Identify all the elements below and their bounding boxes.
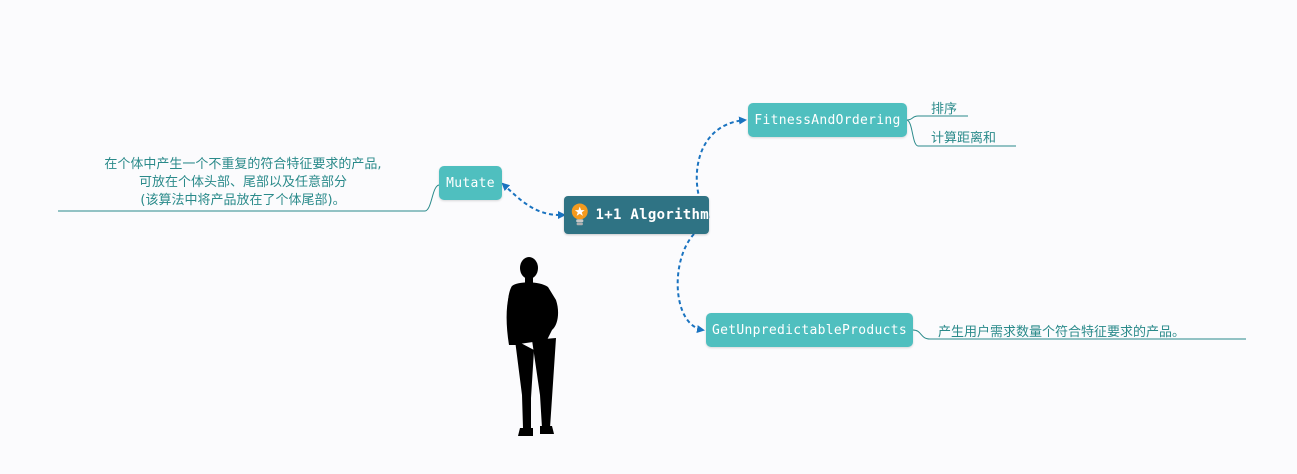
root-node[interactable]: 1+1 Algorithm: [564, 196, 709, 234]
mutate-node[interactable]: Mutate: [439, 166, 502, 200]
mutate-note-line-3: (该算法中将产品放在了个体尾部)。: [140, 193, 346, 208]
mutate-label: Mutate: [446, 175, 495, 191]
mutate-note-line-1: 在个体中产生一个不重复的符合特征要求的产品,: [104, 157, 382, 172]
lightbulb-star-icon: [571, 203, 588, 226]
unpredictable-label: GetUnpredictableProducts: [711, 322, 908, 338]
fitness-children-bracket: [906, 115, 1016, 147]
root-label: 1+1 Algorithm: [595, 207, 709, 223]
connector-root-mutate: [501, 182, 566, 219]
mutate-note: 在个体中产生一个不重复的符合特征要求的产品, 可放在个体头部、尾部以及任意部分 …: [58, 156, 428, 210]
fitness-child-sort[interactable]: 排序: [931, 98, 957, 117]
unpredictable-note-underline: [912, 329, 1246, 340]
fitness-label: FitnessAndOrdering: [754, 112, 901, 128]
mutate-note-line-2: 可放在个体头部、尾部以及任意部分: [138, 175, 347, 190]
fitness-and-ordering-node[interactable]: FitnessAndOrdering: [748, 103, 907, 137]
connector-root-unpredictable: [676, 233, 705, 333]
unpredictable-note: 产生用户需求数量个符合特征要求的产品。: [938, 321, 1185, 340]
mutate-note-underline: [58, 184, 440, 212]
thinking-man-silhouette: [506, 257, 559, 436]
fitness-child-distance-sum[interactable]: 计算距离和: [931, 127, 996, 146]
get-unpredictable-products-node[interactable]: GetUnpredictableProducts: [706, 313, 913, 347]
fitness-child-sort-label: 排序: [931, 102, 958, 117]
fitness-child-distance-sum-label: 计算距离和: [931, 131, 997, 146]
unpredictable-note-text: 产生用户需求数量个符合特征要求的产品。: [938, 325, 1186, 340]
